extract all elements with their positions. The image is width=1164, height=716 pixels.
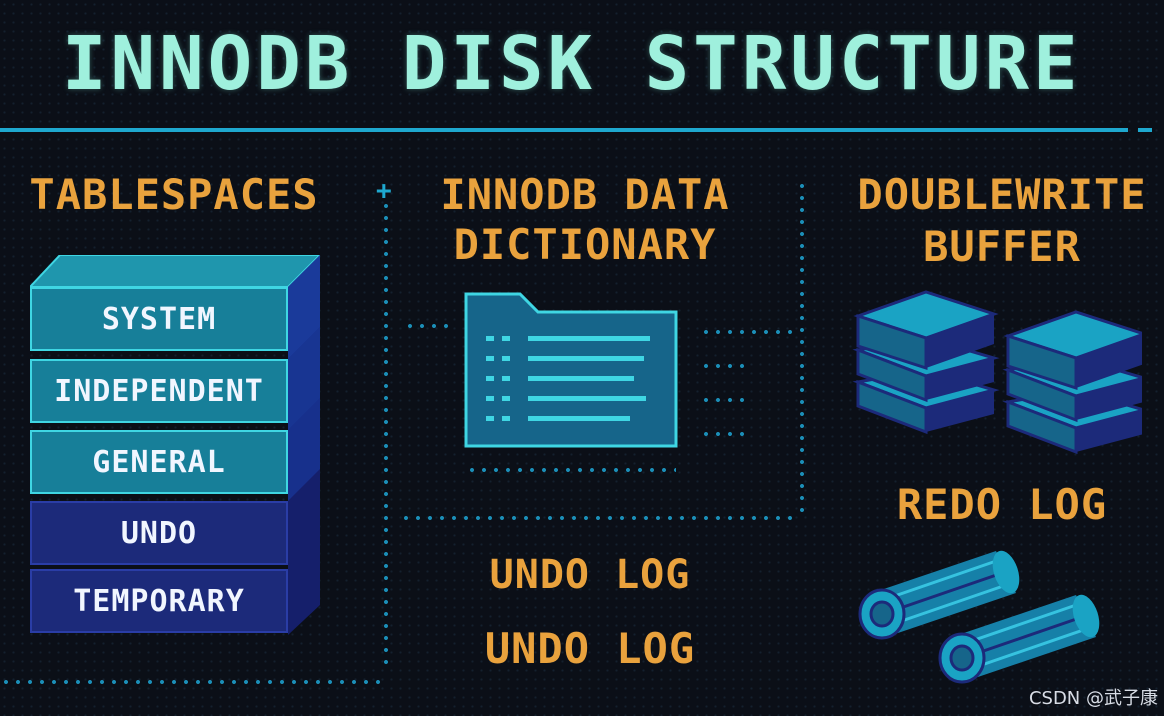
layer-temporary: TEMPORARY [30, 569, 288, 633]
tablespaces-heading: TABLESPACES [29, 170, 319, 219]
connector-left [404, 324, 454, 328]
doublewrite-heading-line1: DOUBLEWRITE [857, 170, 1147, 219]
layer-independent: INDEPENDENT [30, 359, 288, 423]
separator-bottom [0, 680, 380, 684]
redo-log-heading: REDO LOG [896, 480, 1108, 529]
connector-right-1 [700, 330, 800, 334]
separator-middle [400, 516, 800, 520]
log-cylinder-icon [858, 550, 1100, 684]
doublewrite-heading-line2: BUFFER [923, 222, 1081, 271]
separator-left [384, 200, 388, 670]
folder-baseline [466, 468, 676, 472]
connector-right-2 [700, 364, 750, 368]
title-divider [0, 128, 1128, 132]
folder-icon [464, 292, 678, 448]
layer-undo: UNDO [30, 501, 288, 565]
buffer-page-stack-icon [852, 290, 1142, 455]
layer-general: GENERAL [30, 430, 288, 494]
tablespaces-stack: SYSTEM INDEPENDENT GENERAL UNDO TEMPORAR… [30, 255, 320, 640]
watermark: CSDN @武子康 [1028, 688, 1158, 709]
connector-right-3 [700, 398, 750, 402]
undo-log-label-1: UNDO LOG [489, 552, 691, 598]
layer-system: SYSTEM [30, 287, 288, 351]
data-dictionary-heading-line2: DICTIONARY [453, 220, 717, 269]
undo-log-label-2: UNDO LOG [484, 624, 696, 673]
title-divider-end [1138, 128, 1152, 132]
plus-marker: + [376, 176, 392, 206]
stack-top-face [30, 255, 320, 288]
data-dictionary-heading-line1: INNODB DATA [440, 170, 730, 219]
separator-right [800, 180, 804, 520]
diagram-title: INNODB DISK STRUCTURE [62, 21, 1082, 107]
stack-side-face [288, 255, 320, 635]
connector-right-4 [700, 432, 750, 436]
